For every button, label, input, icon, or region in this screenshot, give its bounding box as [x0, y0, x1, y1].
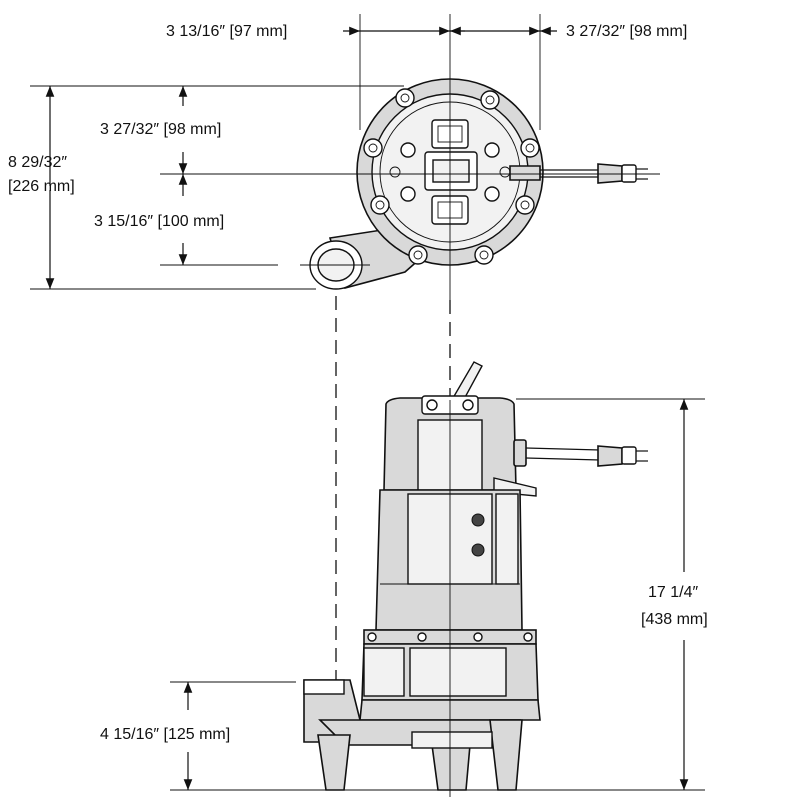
dim-overall-depth-mm: [226 mm]	[8, 178, 75, 195]
side-view	[303, 361, 648, 791]
top-view	[309, 78, 648, 290]
height-dimension: 17 1/4″ [438 mm]	[641, 399, 708, 790]
dim-lower-depth: 3 15/16″ [100 mm]	[94, 213, 224, 230]
dim-discharge-height: 4 15/16″ [125 mm]	[100, 726, 230, 743]
projection-lines	[335, 296, 451, 690]
discharge-height-dimension: 4 15/16″ [125 mm]	[100, 682, 230, 790]
bolt-lugs	[363, 88, 540, 265]
top-view-extension-lines	[30, 14, 660, 300]
depth-dimensions: 8 29/32″ [226 mm] 3 27/32″ [98 mm] 3 15/…	[8, 86, 224, 289]
dim-right-width: 3 27/32″ [98 mm]	[566, 23, 687, 40]
dim-left-width: 3 13/16″ [97 mm]	[166, 23, 287, 40]
width-dimensions: 3 13/16″ [97 mm] 3 27/32″ [98 mm]	[166, 23, 687, 40]
dim-height-in: 17 1/4″	[648, 584, 698, 601]
dim-upper-depth: 3 27/32″ [98 mm]	[100, 121, 221, 138]
dim-overall-depth-in: 8 29/32″	[8, 154, 67, 171]
dim-height-mm: [438 mm]	[641, 611, 708, 628]
